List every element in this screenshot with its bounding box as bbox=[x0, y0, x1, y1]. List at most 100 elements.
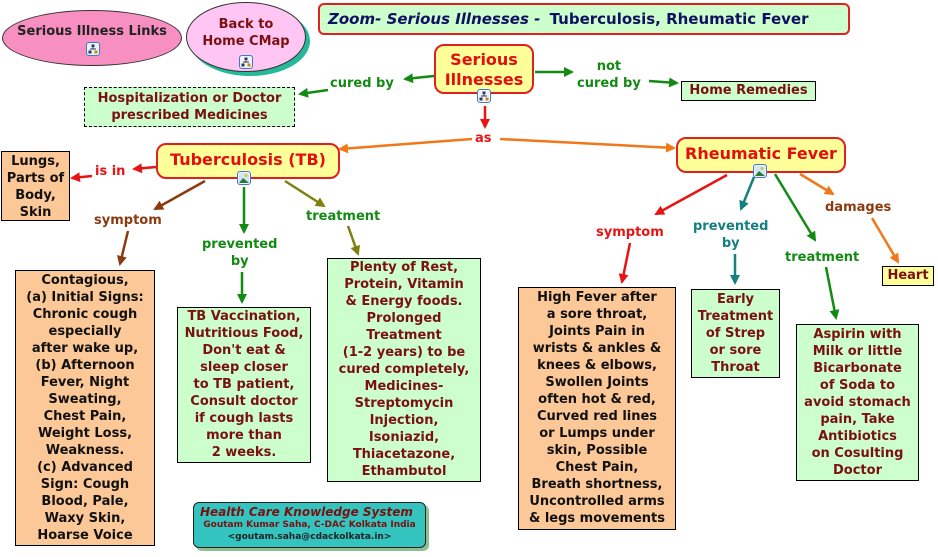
rf-symptom-line: skin, Possible bbox=[546, 443, 648, 458]
tb-symptom-line: Chest Pain, bbox=[43, 409, 127, 424]
tb-prev-line2: by bbox=[230, 254, 249, 269]
rf-symptom-line: Uncontrolled arms bbox=[529, 494, 665, 509]
rf-treatment-line: Bicarbonate bbox=[813, 361, 902, 376]
rf-prevention-line: Early bbox=[717, 292, 754, 307]
link-tb-isin bbox=[132, 163, 157, 174]
page-title: Zoom- Serious Illnesses - Tuberculosis, … bbox=[318, 3, 850, 35]
rf-symptom-line: Joints Pain in bbox=[549, 324, 645, 339]
rf-prevention-line: or sore bbox=[709, 343, 762, 358]
link-damages-heart bbox=[870, 217, 900, 264]
cmap-link-icon[interactable] bbox=[86, 42, 100, 56]
link-tb-treat bbox=[284, 179, 326, 208]
link-label-cured-by: cured by bbox=[330, 76, 394, 91]
rf-treatment-line: of Soda to bbox=[819, 378, 896, 393]
image-link-icon[interactable] bbox=[753, 164, 767, 178]
hosp-line2: prescribed Medicines bbox=[111, 108, 268, 123]
link-label-is-in: is in bbox=[95, 164, 126, 179]
tb-prevention-line: if cough lasts bbox=[194, 411, 294, 426]
link-label-rf-symptom: symptom bbox=[596, 225, 664, 240]
footer-credits: Health Care Knowledge System Goutam Kuma… bbox=[193, 502, 426, 548]
not-cured-line1: not bbox=[596, 59, 622, 74]
link-as-tb bbox=[338, 137, 473, 154]
link-label-not-cured-by: not cured by bbox=[577, 58, 641, 92]
concept-tuberculosis: Tuberculosis (TB) bbox=[156, 143, 340, 179]
tb-prevention-line: TB Vaccination, bbox=[187, 309, 301, 324]
link-rf-damages bbox=[799, 172, 835, 196]
concept-rf-prevention: Early Treatment of Strep or sore Throat bbox=[691, 289, 780, 378]
link-tb-symptom bbox=[153, 179, 206, 211]
hosp-line1: Hospitalization or Doctor bbox=[97, 91, 282, 106]
serious-illness-links-button[interactable]: Serious Illness Links bbox=[2, 10, 182, 66]
rf-treatment-line: pain, Take bbox=[820, 412, 895, 427]
cmap-link-icon[interactable] bbox=[239, 55, 253, 69]
tb-treatment-line: Isoniazid, bbox=[368, 430, 440, 445]
tb-treatment-line: Injection, bbox=[369, 413, 439, 428]
link-treat-box bbox=[346, 225, 361, 256]
footer-author: Goutam Kumar Saha, C-DAC Kolkata India bbox=[203, 520, 416, 530]
rf-treatment-line: Aspirin with bbox=[813, 327, 902, 342]
tb-treatment-line: Medicines- bbox=[364, 379, 444, 394]
link-rf-symptom bbox=[654, 173, 728, 216]
tb-symptom-line: Contagious, bbox=[41, 273, 129, 288]
link-label-rf-treatment: treatment bbox=[785, 250, 860, 265]
rf-symptom-line: Breath shortness, bbox=[531, 477, 663, 492]
tb-prevention-line: sleep closer bbox=[200, 360, 288, 375]
concept-serious-illnesses: Serious Illnesses bbox=[434, 44, 534, 94]
tb-treatment-line: & Energy foods. bbox=[345, 294, 463, 309]
concept-tb-treatment: Plenty of Rest, Protein, Vitamin & Energ… bbox=[327, 258, 481, 482]
concept-rf-treatment: Aspirin with Milk or little Bicarbonate … bbox=[796, 324, 919, 481]
rf-treatment-line: avoid stomach bbox=[804, 395, 911, 410]
rf-prevention-line: Treatment bbox=[697, 309, 774, 324]
tb-prevention-line: Don't eat & bbox=[202, 343, 286, 358]
link-notcured-home bbox=[648, 77, 679, 88]
rf-symptom-line: or Lumps under bbox=[539, 426, 655, 441]
tb-prevention-line: Consult doctor bbox=[190, 394, 298, 409]
link-label-rf-prevented-by: prevented by bbox=[693, 218, 768, 252]
rf-symptom-line: often hot & red, bbox=[538, 392, 656, 407]
tb-treatment-line: (1-2 years) to be bbox=[342, 345, 466, 360]
tb-symptom-line: (a) Initial Signs: bbox=[26, 290, 144, 305]
concept-hospitalization: Hospitalization or Doctor prescribed Med… bbox=[84, 87, 295, 127]
tb-prevention-line: to TB patient, bbox=[193, 377, 295, 392]
rf-treatment-line: Antibiotics bbox=[818, 429, 897, 444]
concept-tb-prevention: TB Vaccination, Nutritious Food, Don't e… bbox=[177, 307, 311, 463]
image-link-icon[interactable] bbox=[237, 171, 251, 185]
link-cured-hosp bbox=[298, 87, 329, 98]
link-label-tb-treatment: treatment bbox=[306, 209, 381, 224]
rf-treatment-line: on Cosulting bbox=[811, 446, 904, 461]
link-rf-prev bbox=[739, 176, 756, 211]
link-label-damages: damages bbox=[825, 200, 892, 215]
rf-prev-line1: prevented bbox=[693, 219, 769, 234]
tb-prevention-line: more than bbox=[206, 428, 282, 443]
back-home-line2: Home CMap bbox=[202, 34, 290, 49]
link-isin-lungs bbox=[70, 172, 93, 183]
rf-symptom-line: Curved red lines bbox=[536, 409, 658, 424]
tb-symptom-line: Sign: Cough bbox=[40, 477, 130, 492]
concept-home-remedies: Home Remedies bbox=[681, 81, 816, 101]
tb-treatment-line: Protein, Vitamin bbox=[344, 277, 464, 292]
tb-treatment-line: Ethambutol bbox=[361, 464, 447, 479]
link-rftreat-box bbox=[824, 266, 840, 320]
title-bold: Tuberculosis, Rheumatic Fever bbox=[549, 10, 809, 28]
concept-heart: Heart bbox=[882, 266, 934, 286]
rf-symptom-line: Chest Pain, bbox=[555, 460, 639, 475]
link-label-as: as bbox=[475, 131, 492, 146]
link-symptom-box bbox=[117, 230, 130, 266]
tb-symptom-line: (c) Advanced bbox=[37, 460, 133, 475]
link-rfsymptom-box bbox=[618, 242, 632, 284]
tb-symptom-line: Fever, Night bbox=[40, 375, 130, 390]
not-cured-line2: cured by bbox=[577, 76, 641, 91]
tb-prev-line1: prevented bbox=[202, 237, 278, 252]
tb-symptom-line: Hoarse Voice bbox=[37, 528, 133, 543]
rf-symptom-line: a sore throat, bbox=[546, 307, 648, 322]
rf-symptom-line: Swollen Joints bbox=[545, 375, 649, 390]
lungs-line: Lungs, bbox=[11, 154, 60, 169]
lungs-line: Parts of bbox=[6, 171, 65, 186]
tb-symptom-line: Blood, Pale, bbox=[41, 494, 129, 509]
lungs-line: Skin bbox=[19, 205, 52, 220]
rf-symptom-line: & legs movements bbox=[528, 511, 666, 526]
cmap-link-icon[interactable] bbox=[477, 89, 491, 103]
title-italic: Zoom- Serious Illnesses - bbox=[328, 10, 546, 28]
link-label-tb-symptom: symptom bbox=[94, 213, 162, 228]
